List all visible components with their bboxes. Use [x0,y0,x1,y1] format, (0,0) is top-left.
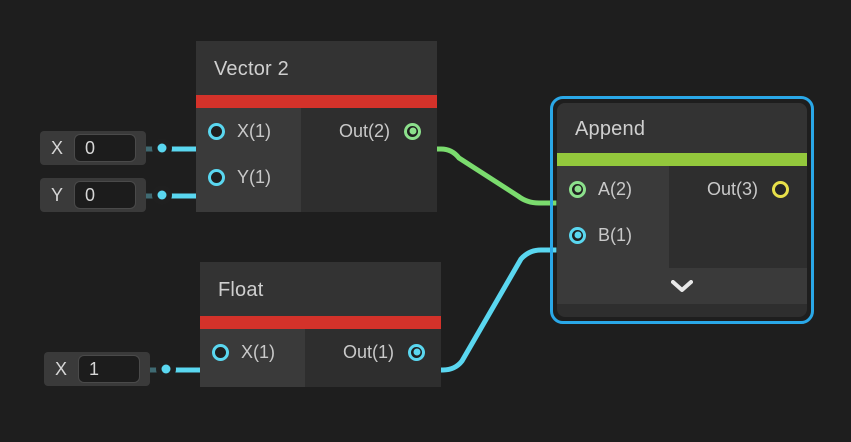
input-port-label: Y(1) [237,166,272,187]
node-body: X(1) Out(1) [200,329,441,387]
node-expander-button[interactable] [557,268,807,304]
value-widget-float-x[interactable]: X [44,352,176,386]
input-column: X(1) Y(1) [196,108,301,212]
float-x-knob[interactable] [156,359,176,379]
input-port-label: B(1) [598,224,633,245]
value-widget-label: X [54,358,67,379]
value-widget-vector2-x[interactable]: X [40,131,172,165]
input-port-x1-icon[interactable] [212,343,229,361]
input-port-b1-icon[interactable] [569,226,586,244]
vector2-y-knob[interactable] [152,185,172,205]
node-title: Append [557,103,807,153]
node-title: Float [200,262,441,316]
output-port-label: Out(3) [706,178,758,199]
input-port-y1-icon[interactable] [208,168,225,186]
node-body: X(1) Y(1) Out(2) [196,108,437,212]
node-float[interactable]: Float X(1) Out(1) [200,262,441,387]
node-body: A(2) B(1) Out(3) [557,166,807,268]
node-append[interactable]: Append A(2) B(1) Out(3) [557,103,807,317]
vector2-x-knob[interactable] [152,138,172,158]
output-port-out2-icon[interactable] [404,122,421,140]
port-row-x1[interactable]: X(1) [200,329,305,375]
vector2-y-input[interactable] [74,181,136,209]
port-row-a2[interactable]: A(2) [557,166,669,212]
port-row-x1[interactable]: X(1) [196,108,301,154]
input-port-a2-icon[interactable] [569,180,586,198]
input-port-x1-icon[interactable] [208,122,225,140]
port-row-y1[interactable]: Y(1) [196,154,301,200]
output-port-label: Out(2) [338,120,390,141]
node-accent-bar [196,95,437,108]
node-title: Vector 2 [196,41,437,95]
value-widget-label: Y [50,184,63,205]
output-port-label: Out(1) [342,341,394,362]
output-column: Out(3) [669,166,807,268]
float-x-input[interactable] [78,355,140,383]
port-row-out3[interactable]: Out(3) [669,166,807,212]
chevron-down-icon [671,280,693,292]
input-column: A(2) B(1) [557,166,669,268]
input-port-label: A(2) [598,178,633,199]
input-port-label: X(1) [237,120,272,141]
node-accent-bar [200,316,441,329]
output-column: Out(1) [305,329,441,387]
vector2-x-input[interactable] [74,134,136,162]
value-widget-label: X [50,137,63,158]
port-row-out2[interactable]: Out(2) [301,108,437,154]
output-column: Out(2) [301,108,437,212]
value-widget-vector2-y[interactable]: Y [40,178,172,212]
output-port-out1-icon[interactable] [408,343,425,361]
output-port-out3-icon[interactable] [772,180,789,198]
node-append-selection[interactable]: Append A(2) B(1) Out(3) [550,96,814,324]
input-port-label: X(1) [241,341,276,362]
port-row-out1[interactable]: Out(1) [305,329,441,375]
node-accent-bar [557,153,807,166]
node-vector2[interactable]: Vector 2 X(1) Y(1) Out(2) [196,41,437,212]
input-column: X(1) [200,329,305,387]
port-row-b1[interactable]: B(1) [557,212,669,258]
